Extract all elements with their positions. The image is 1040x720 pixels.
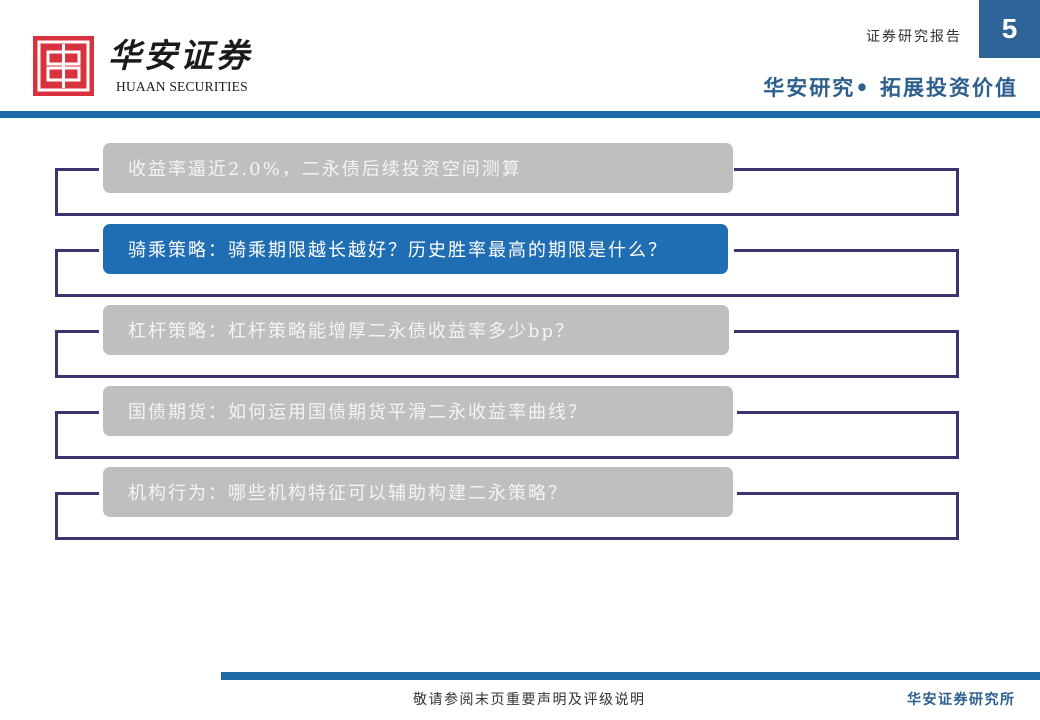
header-slogan: 华安研究• 拓展投资价值 [763, 75, 1018, 100]
agenda-item-4[interactable]: 国债期货：如何运用国债期货平滑二永收益率曲线？ [103, 386, 733, 436]
footer-divider [221, 672, 1040, 680]
agenda-item-label: 国债期货：如何运用国债期货平滑二永收益率曲线？ [128, 402, 588, 423]
agenda-item-2-active[interactable]: 骑乘策略：骑乘期限越长越好？历史胜率最高的期限是什么？ [103, 224, 728, 274]
report-type-label: 证券研究报告 [866, 29, 962, 45]
header-divider [0, 111, 1040, 118]
footer-disclaimer: 敬请参阅末页重要声明及评级说明 [413, 692, 646, 708]
agenda-item-5[interactable]: 机构行为：哪些机构特征可以辅助构建二永策略？ [103, 467, 733, 517]
agenda-item-label: 骑乘策略：骑乘期限越长越好？历史胜率最高的期限是什么？ [128, 240, 668, 261]
page-number-badge: 5 [979, 0, 1040, 58]
agenda-item-label: 收益率逼近2.0%，二永债后续投资空间测算 [128, 159, 522, 180]
logo-chinese-name: 华安证券 [108, 36, 252, 75]
agenda-item-1[interactable]: 收益率逼近2.0%，二永债后续投资空间测算 [103, 143, 733, 193]
agenda-item-label: 杠杆策略：杠杆策略能增厚二永债收益率多少bp？ [128, 321, 576, 342]
huaan-logo-icon [33, 36, 94, 96]
agenda-item-label: 机构行为：哪些机构特征可以辅助构建二永策略？ [128, 483, 568, 504]
logo-english-name: HUAAN SECURITIES [116, 79, 248, 94]
footer-organization: 华安证券研究所 [907, 692, 1016, 708]
agenda-item-3[interactable]: 杠杆策略：杠杆策略能增厚二永债收益率多少bp？ [103, 305, 729, 355]
